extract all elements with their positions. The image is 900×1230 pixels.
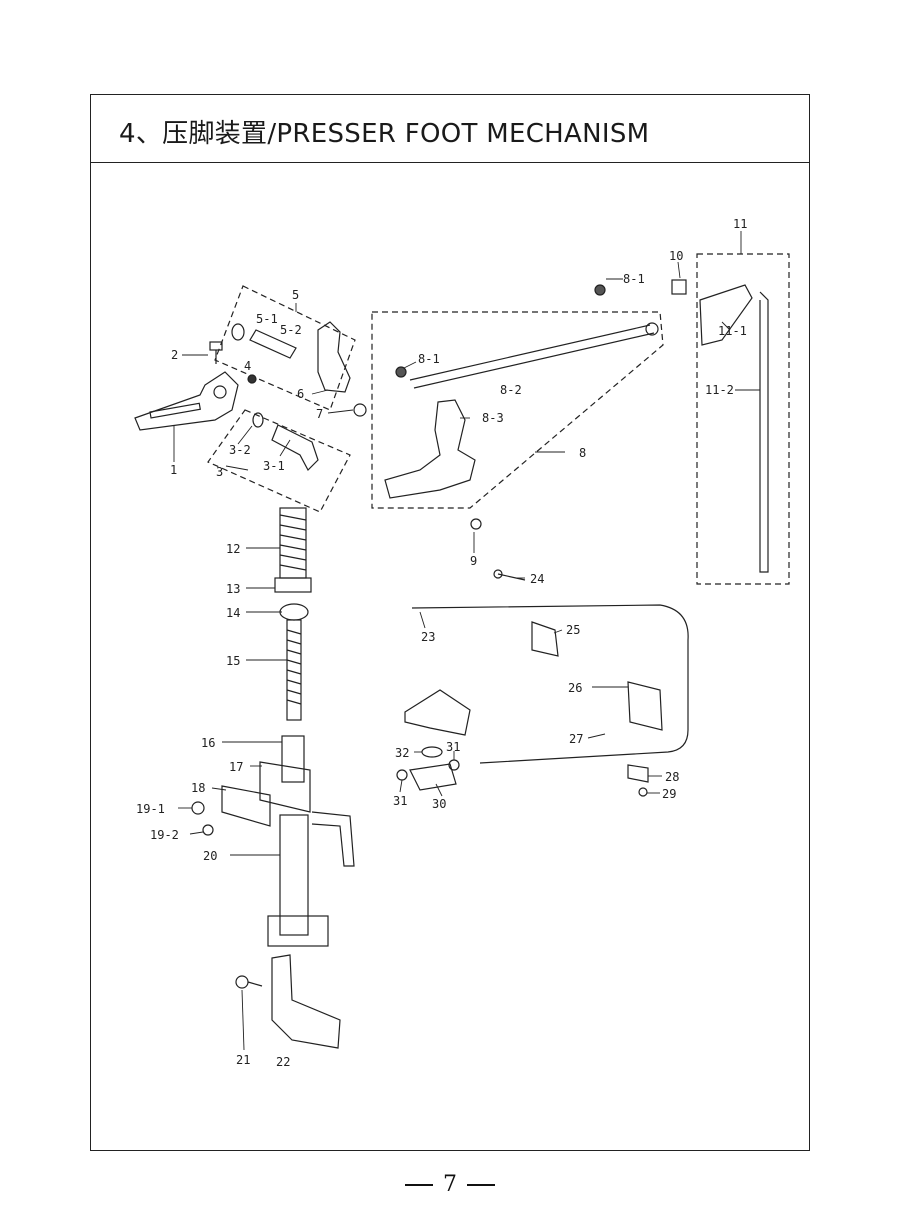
callout-8: 8 (579, 446, 586, 460)
part-10-screw (671, 279, 687, 295)
callout-18: 18 (191, 781, 205, 795)
part-19-2-screw (202, 824, 214, 836)
part-8-1-nut-b (594, 284, 606, 296)
callout-1: 1 (170, 463, 177, 477)
part-4-setscrew (247, 374, 257, 384)
part-19-1-screw (191, 801, 205, 815)
callout-28: 28 (665, 770, 679, 784)
page-title: 4、压脚装置/PRESSER FOOT MECHANISM (119, 119, 650, 149)
callout-22: 22 (276, 1055, 290, 1069)
part-22-presser-foot (271, 954, 341, 1049)
callout-10: 10 (669, 249, 683, 263)
callout-5: 5 (292, 288, 299, 302)
part-5-2-pin (249, 329, 297, 359)
callout-19-2: 19-2 (150, 828, 179, 842)
footer-dash-left (405, 1184, 433, 1186)
callout-17: 17 (229, 760, 243, 774)
part-23-cable (411, 604, 689, 764)
group-5-box (214, 285, 356, 411)
callout-30: 30 (432, 797, 446, 811)
callout-3-2: 3-2 (229, 443, 251, 457)
callout-26: 26 (568, 681, 582, 695)
callout-7: 7 (316, 407, 323, 421)
callout-31b: 31 (446, 740, 460, 754)
callout-27: 27 (569, 732, 583, 746)
callout-8-1b: 8-1 (623, 272, 645, 286)
part-6-bracket (317, 321, 351, 393)
part-11-1-plate (699, 284, 753, 346)
callout-11-2: 11-2 (705, 383, 734, 397)
part-25-bracket (531, 621, 559, 657)
callout-5-2: 5-2 (280, 323, 302, 337)
part-14-cap (279, 603, 309, 621)
callout-13: 13 (226, 582, 240, 596)
callout-14: 14 (226, 606, 240, 620)
part-26-bracket (627, 681, 663, 731)
callout-2: 2 (171, 348, 178, 362)
part-20-bar (279, 814, 309, 936)
footer-dash-right (467, 1184, 495, 1186)
callout-25: 25 (566, 623, 580, 637)
group-3-box (207, 409, 351, 513)
callout-21: 21 (236, 1053, 250, 1067)
part-1-lever (134, 371, 239, 431)
callout-16: 16 (201, 736, 215, 750)
callout-23: 23 (421, 630, 435, 644)
group-8-box (371, 311, 664, 509)
title-bar: 4、压脚装置/PRESSER FOOT MECHANISM (91, 95, 809, 163)
part-13-nut (274, 577, 312, 593)
group-11-box (696, 253, 790, 585)
part-32-washer (421, 746, 443, 758)
part-7-washer (353, 403, 367, 417)
part-8-1-nut-a (395, 366, 407, 378)
callout-31a: 31 (393, 794, 407, 808)
part-17-guide (259, 761, 311, 813)
callout-6: 6 (297, 387, 304, 401)
callout-20: 20 (203, 849, 217, 863)
callout-11-1: 11-1 (718, 324, 747, 338)
callout-3-1: 3-1 (263, 459, 285, 473)
part-9-ring (470, 518, 482, 530)
callout-32: 32 (395, 746, 409, 760)
part-24-screw (497, 573, 526, 581)
callout-4: 4 (244, 359, 251, 373)
callout-24: 24 (530, 572, 544, 586)
part-28-plate (627, 764, 649, 783)
callout-8-1a: 8-1 (418, 352, 440, 366)
part-29-screw (638, 787, 648, 797)
part-31-nut-a (396, 769, 408, 781)
callout-19-1: 19-1 (136, 802, 165, 816)
part-21-screw (235, 975, 249, 989)
callout-3: 3 (216, 465, 223, 479)
part-11-2-rod (759, 291, 769, 573)
part-16-bushing (281, 735, 305, 783)
callout-8-2: 8-2 (500, 383, 522, 397)
callout-8-3: 8-3 (482, 411, 504, 425)
part-2-screw (209, 341, 223, 351)
base-bracket (404, 689, 471, 736)
part-5-1-ring (231, 323, 245, 341)
page-number: 7 (443, 1172, 457, 1197)
callout-15: 15 (226, 654, 240, 668)
part-3-1-pin (271, 424, 319, 471)
diagram-frame: 4、压脚装置/PRESSER FOOT MECHANISM (90, 94, 810, 1151)
part-8-3-crank (384, 399, 476, 499)
callout-11: 11 (733, 217, 747, 231)
callout-9: 9 (470, 554, 477, 568)
part-3-2-ring (252, 412, 264, 428)
part-30-plate (409, 763, 457, 791)
callout-5-1: 5-1 (256, 312, 278, 326)
callout-29: 29 (662, 787, 676, 801)
part-8-2-rod (409, 324, 655, 389)
part-18-bracket (221, 785, 271, 827)
page-footer: 7 (0, 1172, 900, 1197)
callout-12: 12 (226, 542, 240, 556)
